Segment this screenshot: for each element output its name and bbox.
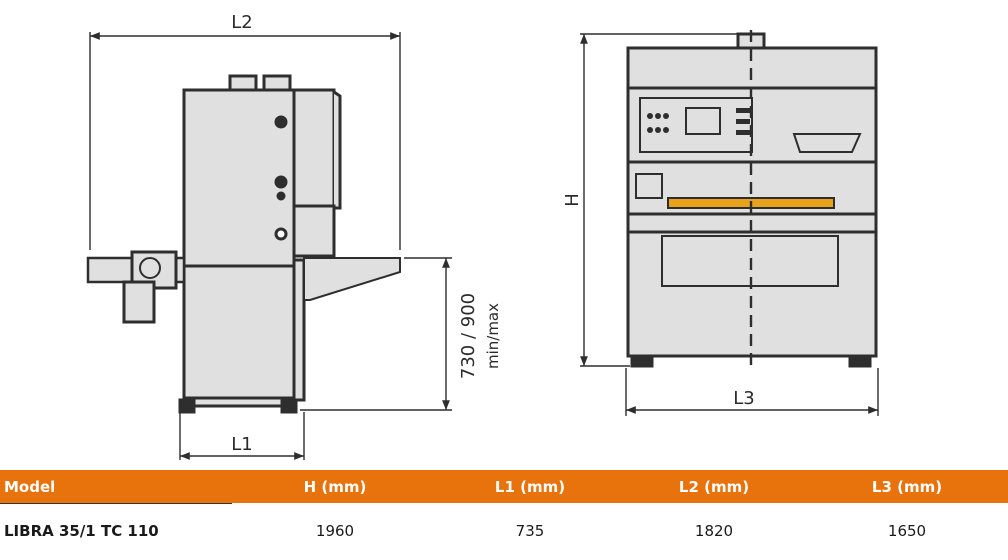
foot-right [848, 354, 872, 368]
control-knob [276, 191, 286, 201]
cell-l3: 1650 [887, 522, 927, 540]
vent-connector [792, 133, 862, 153]
emergency-switch [635, 173, 663, 199]
side-view [86, 74, 401, 414]
lower-front-strip [292, 258, 306, 402]
height-range-note: min/max [484, 303, 502, 369]
foot-right [280, 398, 298, 414]
control-knob [274, 227, 288, 241]
header-l2: L2 (mm) [622, 470, 806, 503]
motor-fan-icon [139, 257, 161, 279]
technical-drawing: L2 L1 730 / 900 min/max [86, 12, 879, 460]
front-edge [333, 90, 342, 210]
spec-table: Model H (mm) L1 (mm) L2 (mm) L3 (mm) LIB… [0, 470, 1008, 559]
h-label: H [562, 193, 583, 207]
height-range-label: 730 / 900 [458, 293, 479, 379]
header-l1: L1 (mm) [438, 470, 622, 503]
control-knob [274, 175, 288, 189]
front-middle-panel [292, 204, 336, 258]
motor-body [122, 280, 156, 324]
foot-left [630, 354, 654, 368]
side-dimensions [89, 32, 452, 460]
cell-h: 1960 [315, 522, 355, 540]
control-buttons [647, 108, 750, 135]
top-handle-left [228, 74, 258, 92]
control-knob [274, 115, 288, 129]
base-frame [184, 396, 294, 408]
display-screen [685, 107, 721, 135]
lower-cabinet [182, 264, 296, 402]
table-row: LIBRA 35/1 TC 110 1960 735 1820 1650 [0, 503, 1008, 559]
cell-l2: 1820 [694, 522, 734, 540]
front-upper-panel [292, 88, 336, 208]
cell-model: LIBRA 35/1 TC 110 [4, 522, 159, 540]
l3-label: L3 [733, 388, 754, 409]
header-l3: L3 (mm) [806, 470, 1008, 503]
feed-table [303, 257, 401, 301]
row-divider [0, 503, 232, 504]
header-h: H (mm) [232, 470, 438, 503]
l2-label: L2 [231, 12, 252, 33]
table-header-row: Model H (mm) L1 (mm) L2 (mm) L3 (mm) [0, 470, 1008, 503]
front-dimensions [580, 33, 879, 416]
foot-left [178, 398, 196, 414]
cell-l1: 735 [515, 522, 545, 540]
header-model: Model [0, 470, 232, 503]
top-handle-right [262, 74, 292, 92]
l1-label: L1 [231, 434, 252, 455]
